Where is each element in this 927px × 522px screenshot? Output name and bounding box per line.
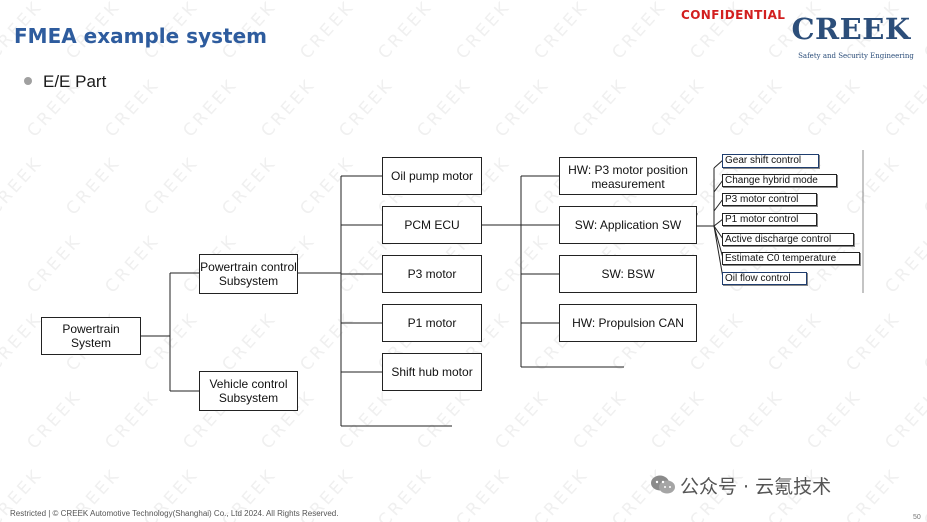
connector-p1-motor-control xyxy=(713,218,724,227)
node-application-sw: SW: Application SW xyxy=(559,206,697,244)
function-p1-motor-control: P1 motor control xyxy=(722,213,817,226)
node-powertrain-system: Powertrain System xyxy=(41,317,141,355)
function-change-hybrid-mode: Change hybrid mode xyxy=(722,174,837,187)
slide-title: FMEA example system xyxy=(14,24,267,48)
node-vehicle-control-subsystem: Vehicle control Subsystem xyxy=(199,371,298,411)
tick-mark: ' xyxy=(696,212,698,223)
bullet-icon xyxy=(24,77,32,85)
connector-estimate-c0 xyxy=(713,225,724,259)
connector-gear-shift xyxy=(713,159,724,169)
function-active-discharge-control: Active discharge control xyxy=(722,233,854,246)
node-bsw: SW: BSW xyxy=(559,255,697,293)
function-p3-motor-control: P3 motor control xyxy=(722,193,817,206)
connector-active-discharge xyxy=(713,225,724,240)
connector-change-hybrid xyxy=(713,179,724,193)
creek-logo: CREEK xyxy=(791,12,911,46)
logo-tagline: Safety and Security Engineering xyxy=(798,52,914,60)
node-powertrain-control-subsystem: Powertrain control Subsystem xyxy=(199,254,298,294)
function-gear-shift-control: Gear shift control xyxy=(722,154,819,168)
function-estimate-c0-temperature: Estimate C0 temperature xyxy=(722,252,860,265)
connector-p3-motor-control xyxy=(713,198,724,212)
node-p1-motor: P1 motor xyxy=(382,304,482,342)
node-shift-hub-motor: Shift hub motor xyxy=(382,353,482,391)
node-oil-pump-motor: Oil pump motor xyxy=(382,157,482,195)
bullet-text: E/E Part xyxy=(43,72,107,91)
wechat-icon xyxy=(651,475,675,494)
confidential-label: CONFIDENTIAL xyxy=(681,8,786,22)
node-p3-motor: P3 motor xyxy=(382,255,482,293)
footer-copyright: Restricted | © CREEK Automotive Technolo… xyxy=(10,509,339,518)
node-propulsion-can: HW: Propulsion CAN xyxy=(559,304,697,342)
wechat-account-label: 公众号 · 云氪技术 xyxy=(680,476,832,498)
node-hw-p3-motor-position-measurement: HW: P3 motor position measurement xyxy=(559,157,697,195)
page-number: 50 xyxy=(913,514,921,521)
connector-oil-flow xyxy=(713,225,724,279)
node-pcm-ecu: PCM ECU xyxy=(382,206,482,244)
function-oil-flow-control: Oil flow control xyxy=(722,272,807,285)
